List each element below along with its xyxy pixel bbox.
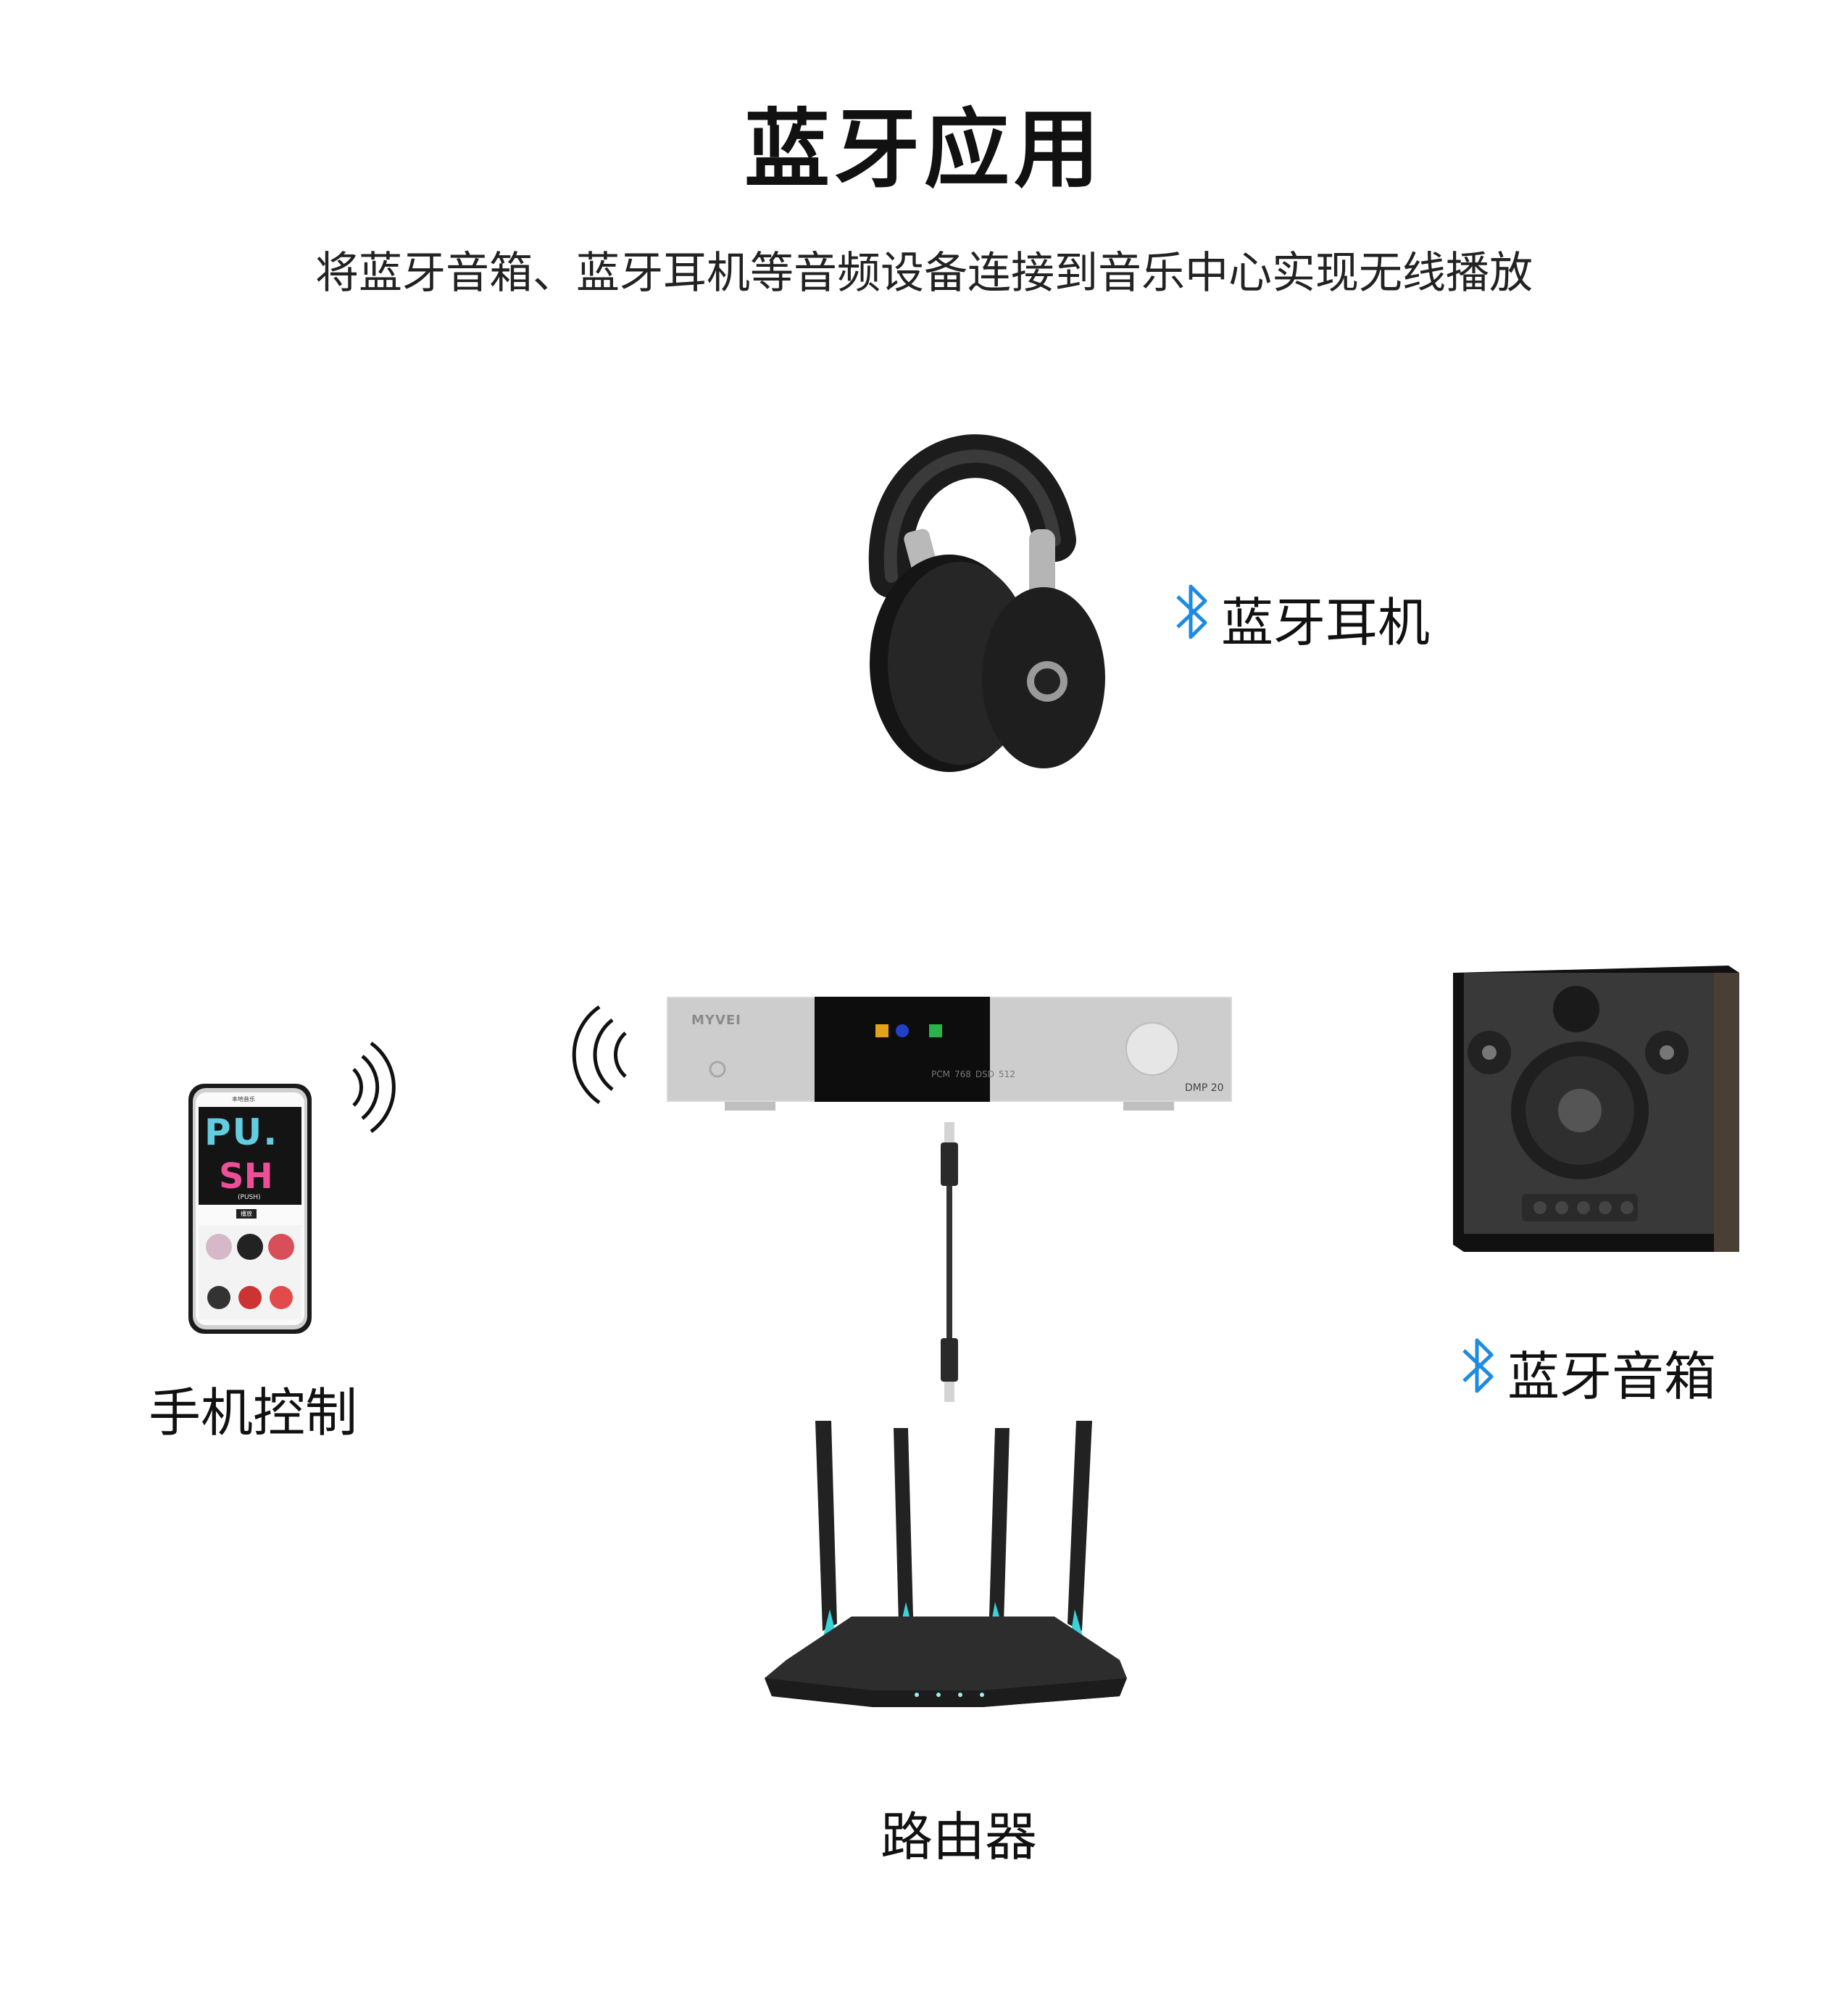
bluetooth-icon: [1170, 581, 1214, 655]
bluetooth-icon: [1457, 1335, 1500, 1409]
format-512: 512: [998, 1069, 1015, 1079]
phone-image: 本地音乐 PU. SH (PUSH) 播放: [188, 1084, 312, 1334]
page-title: 蓝牙应用: [744, 99, 1104, 199]
device-model: DMP 20: [1185, 1082, 1224, 1094]
headphones-image: [797, 395, 1109, 787]
phone-header: 本地音乐: [232, 1096, 255, 1103]
page-subtitle: 将蓝牙音箱、蓝牙耳机等音频设备连接到音乐中心实现无线播放: [315, 248, 1533, 299]
router-label: 路由器: [881, 1806, 1038, 1867]
router-image: [765, 1421, 1138, 1725]
format-768: 768: [954, 1069, 971, 1079]
headphones-label: 蓝牙耳机: [1170, 580, 1430, 656]
wireless-waves-icon: [569, 1004, 641, 1105]
ethernet-cable: [935, 1122, 964, 1405]
speaker-label-text: 蓝牙音箱: [1507, 1346, 1717, 1407]
phone-album-caption: (PUSH): [238, 1194, 261, 1201]
phone-album-line1: PU.: [204, 1111, 279, 1153]
phone-wireless-waves-icon: [346, 1040, 404, 1134]
format-dsd: DSD: [975, 1069, 994, 1079]
speaker-label: 蓝牙音箱: [1457, 1334, 1716, 1410]
speaker-image: [1453, 966, 1739, 1252]
headphones-label-text: 蓝牙耳机: [1221, 592, 1431, 653]
phone-play-button: 播放: [236, 1209, 257, 1219]
phone-album-line2: SH: [219, 1156, 273, 1197]
device-format-indicators: PCM 768 DSD 512: [931, 1069, 1015, 1079]
device-brand: MYVEI: [691, 1013, 741, 1028]
phone-label: 手机控制: [149, 1382, 358, 1443]
music-center-device: MYVEI DMP 20 PCM 768 DSD 512: [667, 997, 1232, 1113]
format-pcm: PCM: [931, 1069, 950, 1079]
